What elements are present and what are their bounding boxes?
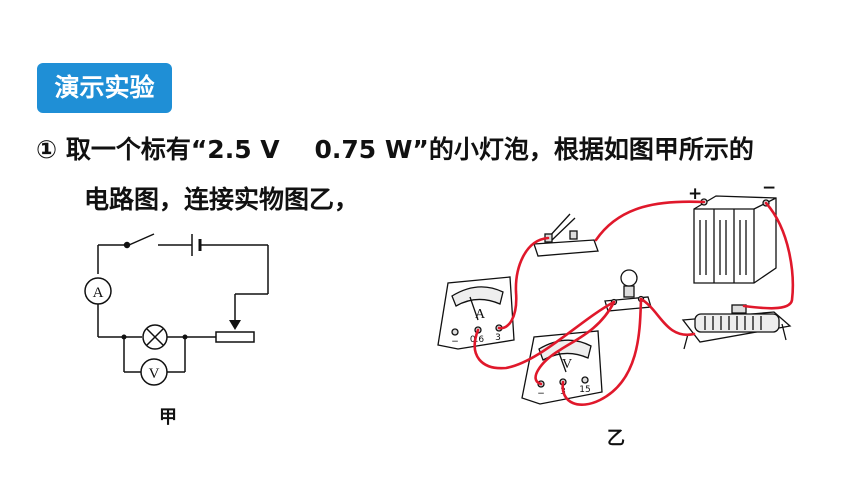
section-badge: 演示实验 [37,63,172,113]
voltmeter-scale-15: 15 [579,385,590,395]
figure-label-jia: 甲 [159,407,177,428]
switch-symbol [128,233,155,246]
wire-switch-ammeter [497,236,550,330]
battery-pack [693,195,777,284]
ammeter-scale-06: 0.6 [470,335,485,345]
figure-label-yi: 乙 [607,428,625,449]
rheostat-symbol [215,331,255,343]
ammeter-scale-3: 3 [495,333,501,343]
instruction-line-2: 电路图，连接实物图乙， [84,185,360,214]
circuit-diagram-jia [84,233,269,386]
wire-voltmeter-pos [561,297,643,406]
ammeter-device [437,276,515,350]
wire-ammeter-bulb [473,300,616,370]
wire-voltmeter-neg [534,300,616,386]
instruction-line-1: ① 取一个标有“2.5 V 0.75 W”的小灯泡，根据如图甲所示的 [36,135,754,164]
connection-wires [473,200,795,406]
knife-switch [533,213,599,257]
wire-bulb-rheostat [639,297,696,337]
battery-minus-label: − [762,178,776,198]
wire-battery-rheostat [742,201,795,310]
voltmeter-letter-jia: V [149,366,160,382]
voltmeter-letter-yi: V [562,357,572,372]
ammeter-scale-minus: − [451,337,459,347]
voltmeter-scale-minus: − [537,389,545,399]
ammeter-letter-yi: A [475,307,486,322]
rheostat-device [681,304,792,350]
ammeter-letter-jia: A [93,285,104,301]
battery-plus-label: + [688,184,702,204]
wire-battery-switch [594,200,706,242]
